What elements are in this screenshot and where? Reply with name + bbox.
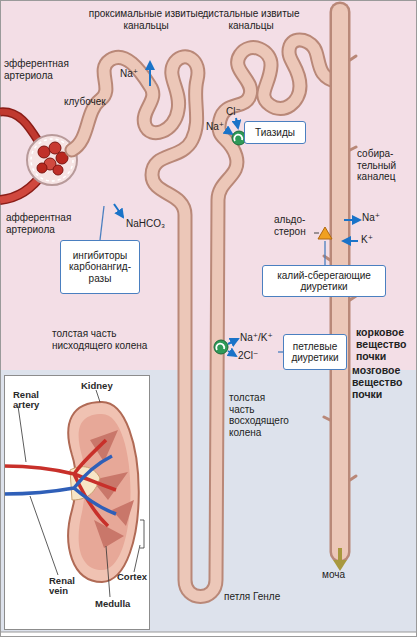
part-label: Renal vein bbox=[49, 576, 83, 597]
urine-arrow bbox=[333, 548, 347, 571]
efferent-arteriole bbox=[0, 112, 40, 144]
part-label: Na⁺ bbox=[362, 212, 388, 224]
ion-arrow bbox=[343, 240, 358, 242]
part-label: петля Генле bbox=[224, 591, 304, 603]
drug-callout-box: петлевые диуретики bbox=[283, 334, 347, 370]
part-label: 2Cl⁻ bbox=[238, 350, 270, 362]
nephron-tubule bbox=[72, 12, 356, 597]
part-label: толстая часть восходящего колена bbox=[229, 392, 293, 438]
box-text: калий-сберегающие диуретики bbox=[267, 270, 381, 293]
capillary-loop bbox=[53, 165, 63, 175]
drug-callout-box: ингибиторы карбонангид- разы bbox=[60, 240, 140, 294]
part-label: Na⁺ bbox=[206, 121, 232, 133]
ion-arrow bbox=[344, 219, 360, 221]
transporter-symbol bbox=[214, 340, 228, 354]
transporter-symbol bbox=[234, 135, 242, 141]
part-label: Cortex bbox=[117, 572, 151, 582]
renal-vein bbox=[4, 456, 116, 514]
frame-line bbox=[1, 632, 416, 633]
renal-artery bbox=[4, 440, 116, 526]
ion-arrows bbox=[114, 62, 360, 356]
urine-arrow-shaft bbox=[338, 548, 342, 562]
leader-line bbox=[100, 206, 104, 240]
bracket bbox=[140, 520, 144, 548]
ion-arrow bbox=[228, 339, 238, 344]
ion-arrow bbox=[228, 351, 236, 356]
kidney-inset: Renal artery KidneyRenal veinMedulla Corte… bbox=[4, 375, 150, 630]
ion-arrow bbox=[114, 204, 123, 217]
part-label: афферентная артериола bbox=[6, 212, 86, 235]
receptor-symbol bbox=[318, 227, 332, 239]
box-text: ингибиторы карбонангид- разы bbox=[65, 250, 135, 285]
ion-arrow bbox=[226, 130, 232, 134]
bowman-capsule bbox=[27, 135, 77, 185]
part-label: Kidney bbox=[81, 381, 131, 391]
glomerulus bbox=[0, 112, 77, 200]
part-label: дистальные извитые канальцы bbox=[198, 8, 304, 31]
part-label: Na⁺/K⁺ bbox=[240, 332, 284, 344]
part-label: K⁺ bbox=[361, 234, 383, 246]
box-text: Тиазиды bbox=[255, 127, 295, 139]
part-label: клубочек bbox=[64, 96, 124, 108]
drug-sites bbox=[214, 131, 332, 354]
region-label: корковое вещество почки bbox=[356, 326, 416, 362]
part-label: проксимальные извитые канальцы bbox=[86, 8, 206, 31]
region-label: мозговое вещество почки bbox=[352, 364, 414, 400]
part-label: альдо- стерон bbox=[274, 214, 314, 237]
capillary-loop bbox=[38, 146, 50, 158]
part-label: NaHCO₃ bbox=[126, 218, 182, 230]
transporter-symbol bbox=[216, 344, 224, 350]
kidney-inset-drawing bbox=[4, 375, 150, 630]
drug-callout-box: калий-сберегающие диуретики bbox=[262, 265, 386, 297]
part-label: Medulla bbox=[95, 599, 145, 609]
inset-background bbox=[4, 375, 150, 630]
part-label: Cl⁻ bbox=[226, 106, 250, 118]
part-label: Renal artery bbox=[13, 390, 53, 411]
leader-line bbox=[18, 390, 140, 597]
part-label: толстая часть нисходящего колена bbox=[52, 328, 164, 351]
ion-arrow bbox=[149, 62, 151, 86]
part-label: Na⁺ bbox=[120, 68, 146, 80]
box-text: петлевые диуретики bbox=[288, 341, 342, 364]
part-label: собира- тельный каналец bbox=[357, 148, 409, 183]
drug-callout-box: Тиазиды bbox=[244, 121, 306, 144]
capillary-loop bbox=[37, 163, 47, 173]
efferent-arteriole bbox=[0, 112, 40, 144]
ion-arrow bbox=[236, 118, 238, 128]
part-label: эфферентная артериола bbox=[4, 58, 84, 81]
leader-line bbox=[324, 241, 325, 265]
leader-line bbox=[314, 233, 319, 234]
part-label: моча bbox=[322, 569, 362, 581]
